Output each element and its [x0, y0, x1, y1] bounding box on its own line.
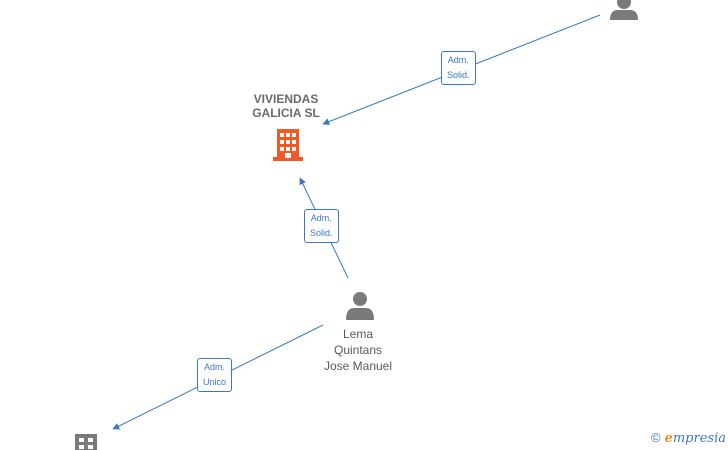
person-name[interactable]: Lema Quintans Jose Manuel — [308, 326, 408, 374]
person-name-line1: Lema — [342, 327, 374, 341]
edge-label-top-right[interactable]: Adm. Solid. — [441, 51, 476, 85]
edge-label-line2: Solid. — [447, 70, 470, 80]
watermark: ©empresia — [651, 430, 726, 446]
edge-label-line2: Unico — [203, 377, 227, 387]
edge-label-bottom-left[interactable]: Adm. Unico — [197, 358, 233, 392]
brand-name: mpresia — [672, 431, 726, 446]
brand-initial: e — [664, 431, 673, 446]
edge-label-line2: Solid. — [310, 228, 333, 238]
edge-label-line1: Adm. — [204, 362, 226, 372]
person-icon[interactable] — [610, 0, 638, 20]
company-name-line2: GALICIA SL — [252, 106, 320, 120]
edge-label-line1: Adm. — [447, 55, 469, 65]
edge-label-line1: Adm. — [310, 213, 332, 223]
edge-label-middle[interactable]: Adm. Solid. — [304, 209, 339, 243]
person-icon[interactable] — [346, 292, 374, 320]
company-name[interactable]: VIVIENDAS GALICIA SL — [236, 92, 336, 120]
person-name-line2: Quintans — [333, 343, 383, 357]
building-icon[interactable] — [273, 129, 303, 161]
copyright-symbol: © — [650, 430, 661, 445]
company-name-line1: VIVIENDAS — [253, 92, 319, 106]
person-name-line3: Jose Manuel — [323, 359, 393, 373]
building-icon[interactable] — [75, 434, 97, 450]
